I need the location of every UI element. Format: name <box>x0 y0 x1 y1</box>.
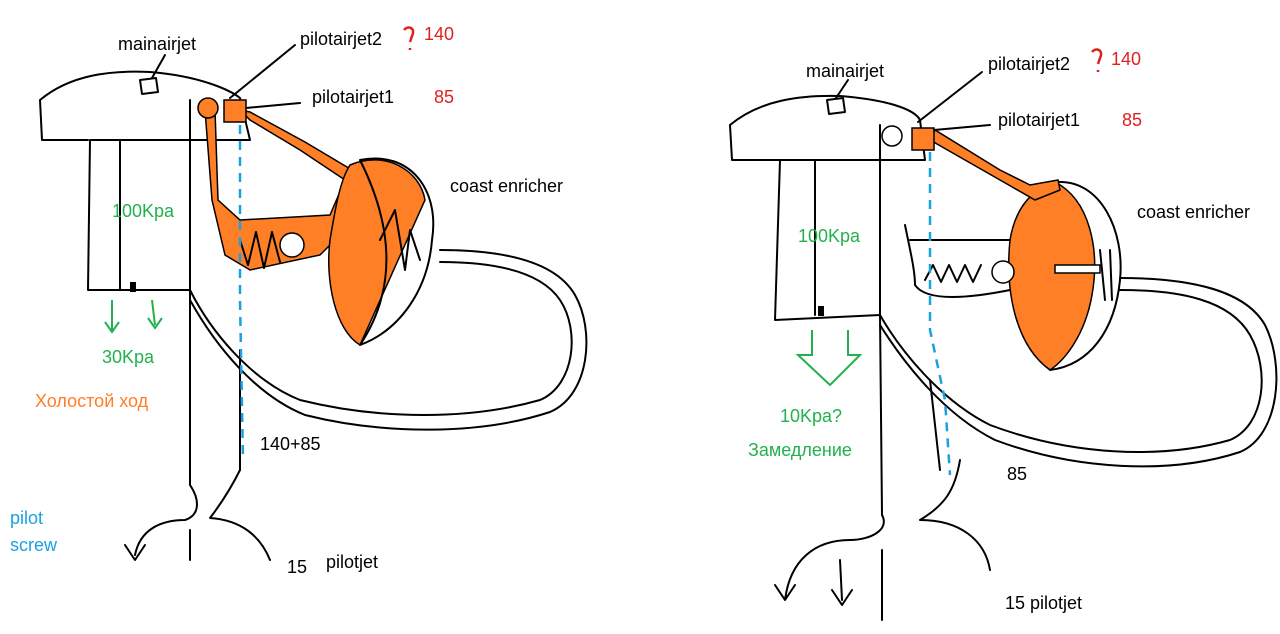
left-mainairjet-square <box>139 77 159 95</box>
left-pilotairjet2-label: pilotairjet2 <box>300 29 382 49</box>
right-fuel-path <box>928 152 952 476</box>
right-inner-chamber <box>904 224 1011 298</box>
right-check-ball <box>991 260 1015 284</box>
right-mode-label: Замедление <box>748 440 852 460</box>
left-pilotair-passage <box>204 108 353 271</box>
left-mainairjet-label: mainairjet <box>118 34 196 54</box>
left-pilotjet-value: 15 <box>287 557 307 577</box>
left-pilot-screw-line1: pilot <box>10 508 43 528</box>
left-pilotairjet2-leader <box>229 44 296 99</box>
left-question-mark <box>403 26 415 50</box>
left-venturi-outline <box>189 249 588 431</box>
right-pilotairjet1-leader <box>933 124 991 131</box>
left-bleed-dot <box>130 282 136 292</box>
right-enricher-diaphragm <box>1008 181 1096 371</box>
right-pilotairjet2-leader <box>917 71 983 123</box>
left-enricher-body <box>359 157 435 346</box>
left-throat <box>189 289 241 486</box>
left-arrow-2 <box>147 299 163 330</box>
left-pilotairjet2 <box>197 97 219 119</box>
right-bleed-dot <box>818 306 824 316</box>
right-pilotair-passage <box>929 128 1061 201</box>
left-carb-body <box>39 70 251 291</box>
left-pilotairjet1 <box>223 99 247 123</box>
left-pilot-screw-line2: screw <box>10 535 58 555</box>
left-pilotjet-label: pilotjet <box>326 552 378 572</box>
right-spring <box>924 264 982 283</box>
right-mainairjet-square <box>826 97 846 115</box>
right-pressure-upper: 100Kpa <box>798 226 861 246</box>
right-pilotairjet2-value: 140 <box>1111 49 1141 69</box>
right-pressure-lower: 10Kpa? <box>780 406 842 426</box>
left-coast-enricher-label: coast enricher <box>450 176 563 196</box>
left-enricher-diaphragm <box>328 159 426 347</box>
right-diaphragm-rod <box>1054 264 1101 274</box>
right-mainairjet-leader <box>835 79 849 99</box>
right-pilotairjet2-label: pilotairjet2 <box>988 54 1070 74</box>
left-pilotairjet1-value: 85 <box>434 87 454 107</box>
right-diagram <box>729 48 1278 621</box>
left-pressure-upper: 100Kpa <box>112 201 175 221</box>
right-big-arrow <box>795 330 863 387</box>
right-pilotairjet1 <box>911 127 935 151</box>
right-pilotjet-label: 15 pilotjet <box>1005 593 1082 613</box>
left-outlets <box>124 469 271 561</box>
right-question-mark <box>1091 48 1103 72</box>
right-pilotairjet1-value: 85 <box>1122 110 1142 130</box>
right-mainairjet-label: mainairjet <box>806 61 884 81</box>
left-diagram <box>39 26 588 561</box>
right-enricher-body <box>1049 180 1122 371</box>
right-carb-body <box>729 94 926 321</box>
left-pilotairjet2-value: 140 <box>424 24 454 44</box>
left-spring <box>239 231 281 269</box>
right-pilotairjet1-label: pilotairjet1 <box>998 110 1080 130</box>
right-venturi-outline <box>879 277 1278 468</box>
right-pilotairjet2 <box>881 125 903 147</box>
right-jet-value: 85 <box>1007 464 1027 484</box>
left-mainairjet-leader <box>151 54 166 79</box>
left-check-ball <box>279 232 305 258</box>
left-jet-sum: 140+85 <box>260 434 321 454</box>
left-mode-label: Холостой ход <box>35 391 149 411</box>
left-pressure-lower: 30Kpa <box>102 347 155 367</box>
left-arrow-1 <box>104 300 120 334</box>
right-throat <box>879 314 941 516</box>
right-coast-enricher-label: coast enricher <box>1137 202 1250 222</box>
left-pilotairjet1-label: pilotairjet1 <box>312 87 394 107</box>
right-outlets <box>774 459 991 621</box>
left-pilotairjet1-leader <box>245 102 301 109</box>
